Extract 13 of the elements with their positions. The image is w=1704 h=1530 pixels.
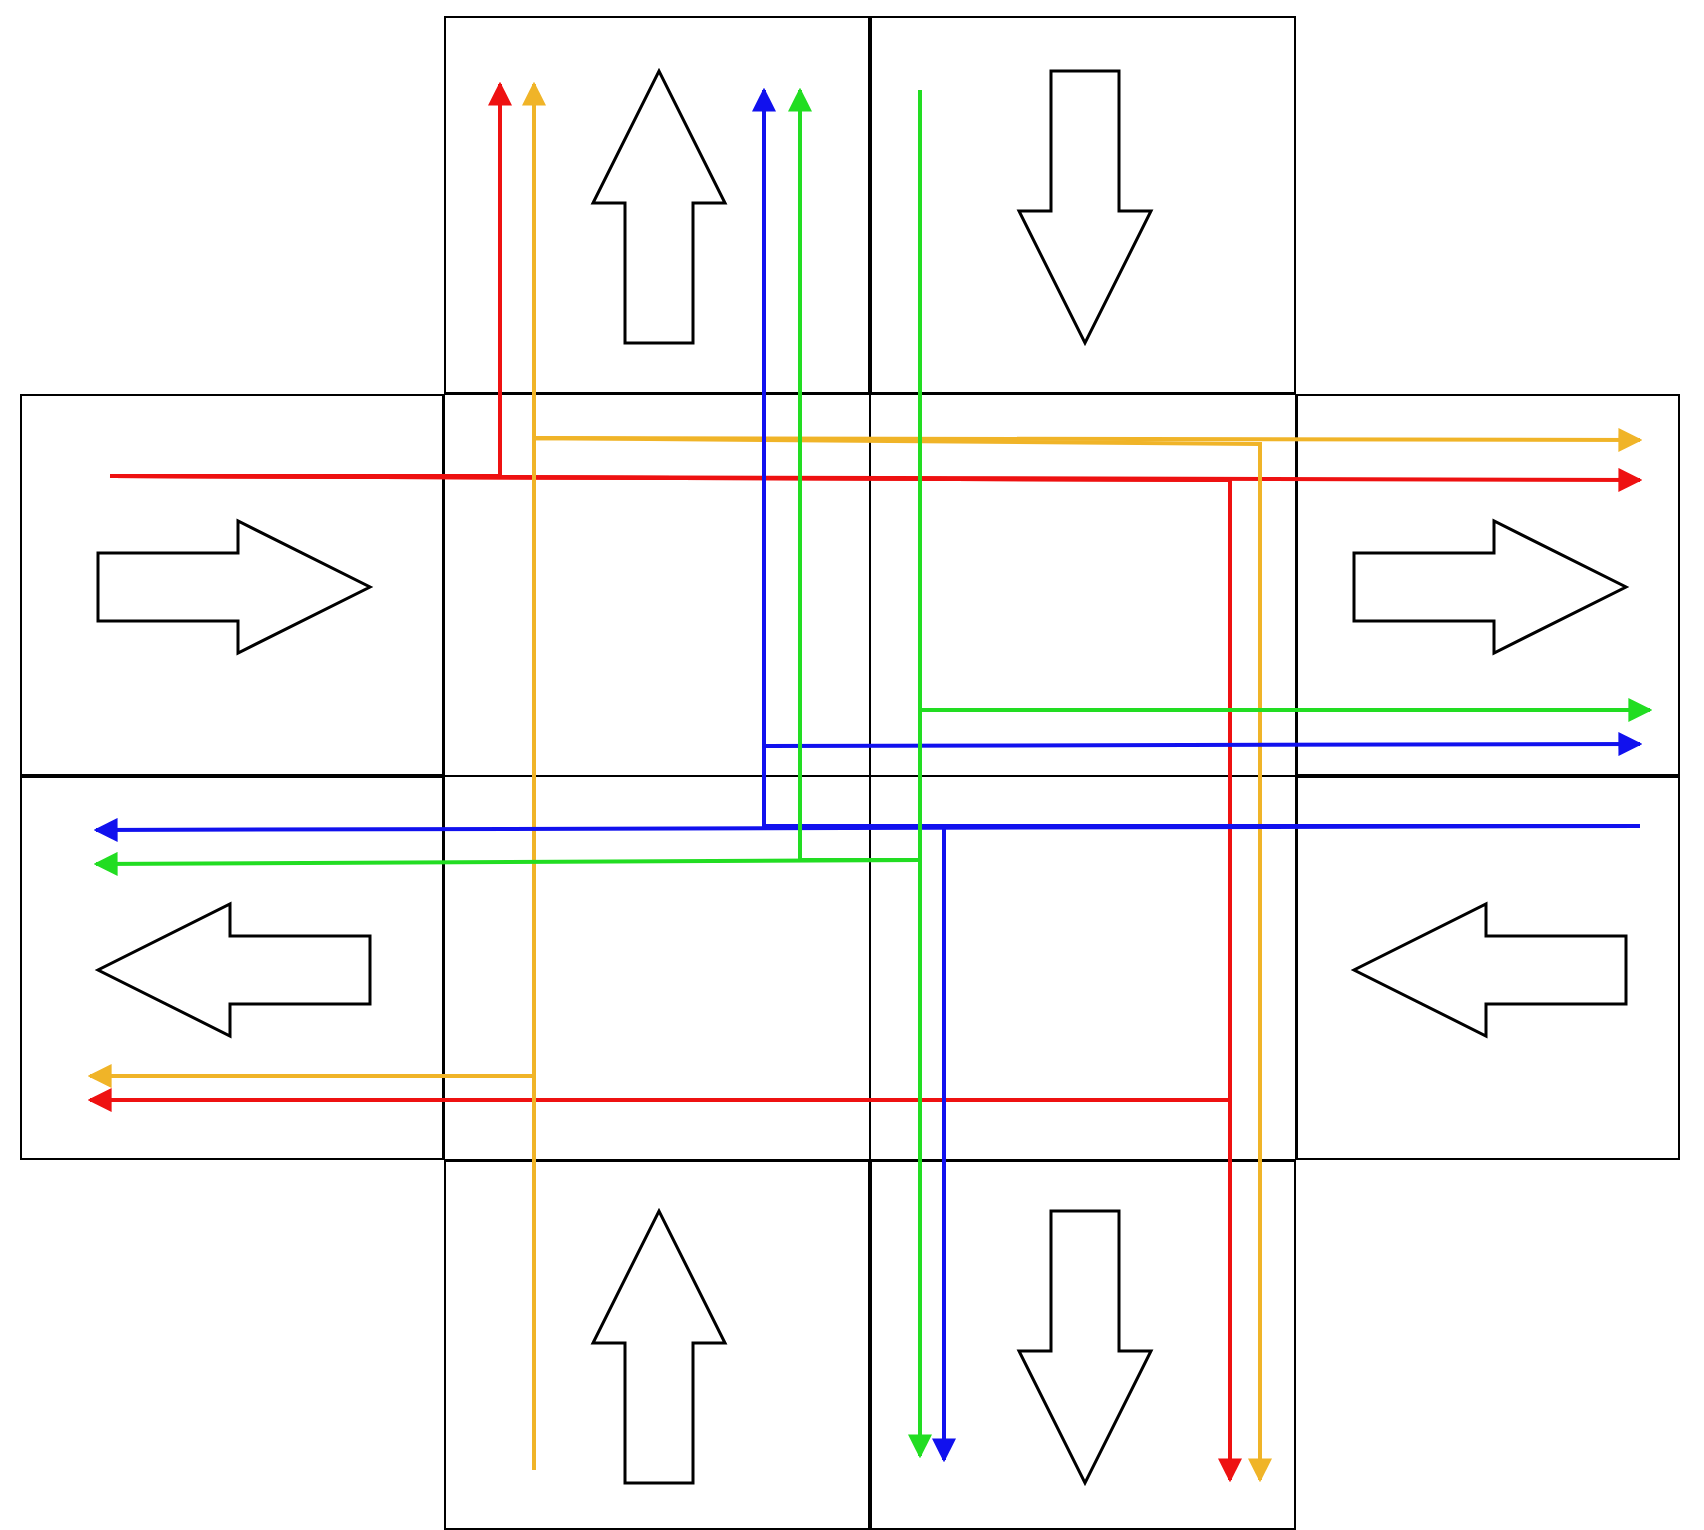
lane-cell xyxy=(870,16,1296,394)
route-arrow xyxy=(87,474,1232,1112)
route-arrow xyxy=(87,1064,536,1470)
route-arrow xyxy=(532,436,1272,1483)
lane-cell xyxy=(1296,394,1680,776)
route-arrow xyxy=(788,87,922,862)
lane-cell xyxy=(1296,776,1680,1160)
lane-cell xyxy=(20,776,444,1160)
lane-cell xyxy=(444,1160,870,1530)
lane-cell xyxy=(870,1160,1296,1530)
lane-cell xyxy=(20,394,444,776)
route-arrow xyxy=(762,732,1643,828)
lane-cell xyxy=(444,16,870,394)
